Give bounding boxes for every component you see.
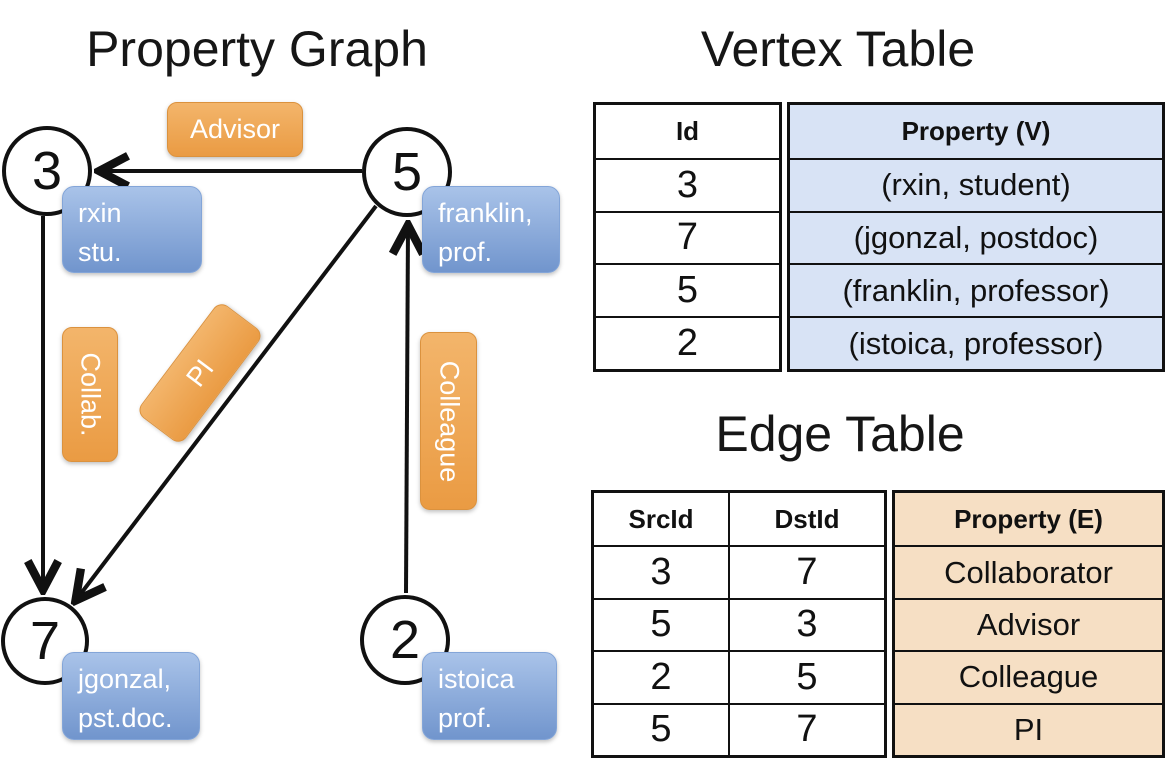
vertex-table-id-column: Id 3 7 5 2 <box>593 102 782 372</box>
table-cell: PI <box>895 702 1162 755</box>
table-cell: 2 <box>594 650 728 702</box>
vertex-property-box-3: rxin stu. <box>62 186 202 273</box>
edge-2-to-5 <box>406 226 408 594</box>
table-cell: 5 <box>594 597 728 650</box>
table-cell: (rxin, student) <box>790 157 1162 211</box>
vertex-circle-5: 5 <box>362 127 452 217</box>
vertex-table-property-header: Property (V) <box>790 105 1162 158</box>
table-cell: 3 <box>594 545 728 597</box>
table-cell: 7 <box>728 702 884 755</box>
vertex-id: 5 <box>391 142 423 202</box>
table-cell: 7 <box>596 210 779 264</box>
table-cell: Advisor <box>895 597 1162 651</box>
vertex-property-box-2: istoica prof. <box>422 652 557 740</box>
vertex-property-box-5: franklin, prof. <box>422 186 560 273</box>
vertex-circle-3: 3 <box>2 126 92 216</box>
vertex-id: 3 <box>31 141 63 201</box>
vertex-table-property-column: Property (V) (rxin, student) (jgonzal, p… <box>787 102 1165 372</box>
edge-label-advisor: Advisor <box>167 102 303 157</box>
edge-table-src-header: SrcId <box>628 503 694 534</box>
vertex-id: 7 <box>29 611 61 671</box>
table-cell: (istoica, professor) <box>790 316 1162 369</box>
table-cell: (franklin, professor) <box>790 263 1162 317</box>
table-cell: 5 <box>596 263 779 316</box>
edge-table-property-header: Property (E) <box>895 493 1162 546</box>
vertex-table-id-header: Id <box>675 115 700 146</box>
table-cell: Collaborator <box>895 545 1162 598</box>
table-cell: (jgonzal, postdoc) <box>790 210 1162 264</box>
vertex-table-title: Vertex Table <box>700 21 976 77</box>
table-cell: 7 <box>728 545 884 598</box>
edge-table-id-columns: SrcId DstId 3 7 5 3 2 5 5 7 <box>591 490 887 758</box>
vertex-property-box-7: jgonzal, pst.doc. <box>62 652 200 740</box>
edge-table-dst-header: DstId <box>728 493 884 546</box>
table-cell: 5 <box>594 702 728 755</box>
table-cell: 5 <box>728 650 884 703</box>
graph-title: Property Graph <box>86 21 428 77</box>
edge-table-property-column: Property (E) Collaborator Advisor Collea… <box>892 490 1165 758</box>
table-cell: 2 <box>596 316 779 369</box>
table-cell: 3 <box>728 597 884 651</box>
table-cell: 3 <box>596 157 779 211</box>
edge-label-pi: PI <box>135 300 265 446</box>
edge-label-collab: Collab. <box>62 327 118 462</box>
edge-label-colleague: Colleague <box>420 332 477 510</box>
edge-table-title: Edge Table <box>715 406 965 462</box>
property-graph-panel: Property Graph 3 5 7 2 Advisor Collab. P… <box>0 0 580 760</box>
table-cell: Colleague <box>895 650 1162 703</box>
vertex-id: 2 <box>389 610 421 670</box>
